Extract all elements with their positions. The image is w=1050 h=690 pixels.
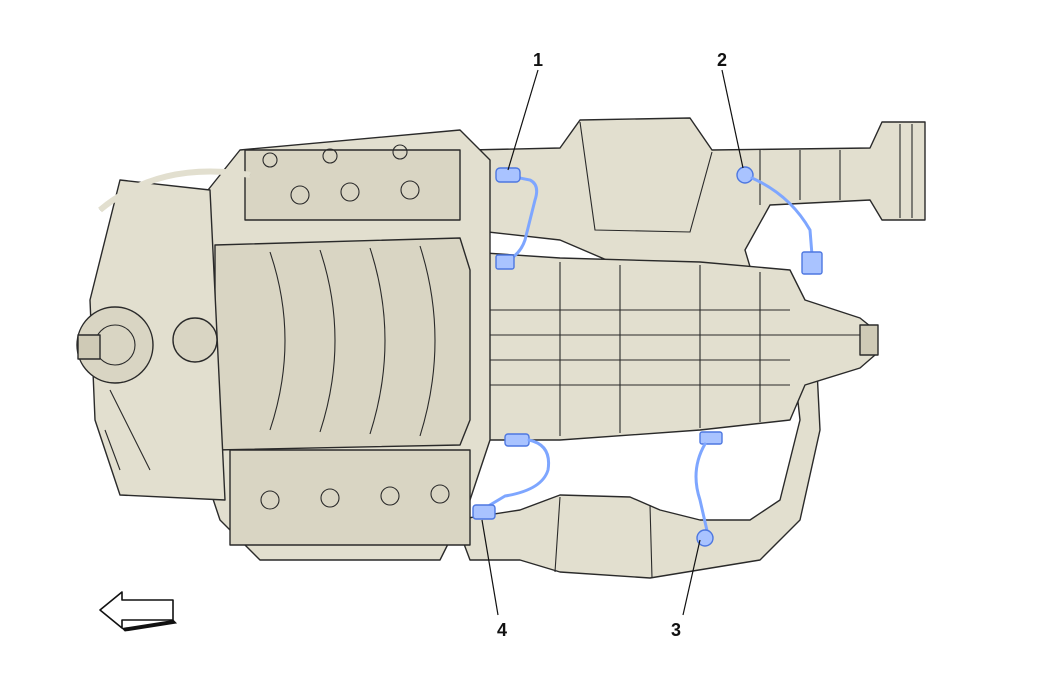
- arrow-left-icon: [99, 591, 178, 632]
- engine-block: [199, 129, 491, 561]
- front-timing-cover: [89, 179, 226, 501]
- callout-label-1: 1: [533, 50, 543, 70]
- lower-catalytic-converter-outline: [554, 496, 653, 579]
- callout-leaders: [481, 69, 744, 616]
- leader-2: [721, 69, 744, 169]
- crank-pulley: [76, 306, 154, 384]
- oxygen-sensor-1: [495, 167, 539, 270]
- leader-1: [507, 69, 539, 171]
- callout-label-2: 2: [717, 50, 727, 70]
- leader-4: [481, 519, 499, 616]
- front-accessories: [76, 168, 251, 501]
- callout-labels: 1 2 3 4: [497, 50, 727, 640]
- oxygen-sensor-2: [736, 166, 823, 275]
- intake-manifold: [214, 237, 471, 451]
- transmission-housing: [439, 249, 879, 441]
- output-flange: [859, 324, 879, 356]
- leader-3: [682, 539, 701, 616]
- callout-label-4: 4: [497, 620, 507, 640]
- cylinder-head-top: [244, 144, 461, 221]
- oxygen-sensor-4: [472, 433, 551, 520]
- callout-label-3: 3: [671, 620, 681, 640]
- alternator: [172, 317, 218, 363]
- upper-catalytic-converter-outline: [579, 121, 713, 233]
- oxygen-sensor-3: [694, 431, 723, 547]
- cylinder-head-bottom: [229, 449, 471, 546]
